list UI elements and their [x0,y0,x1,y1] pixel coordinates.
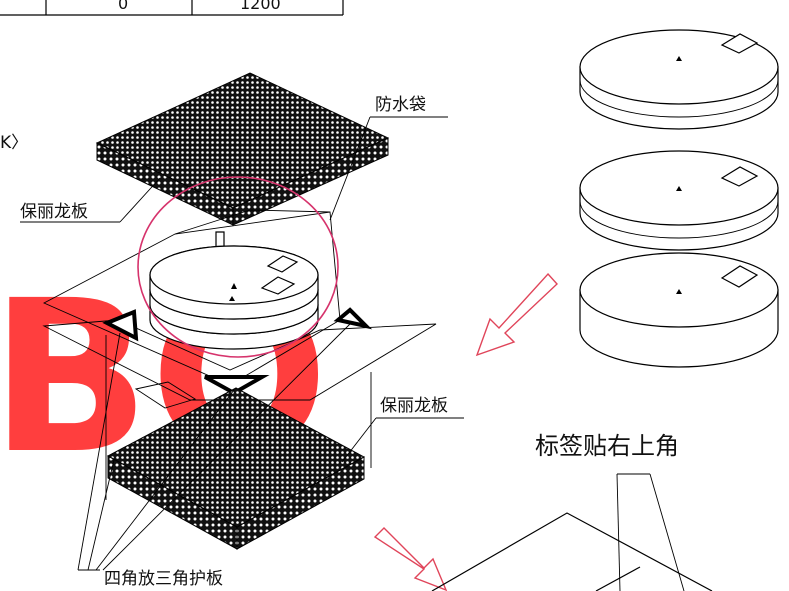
arrow-to-bottom-right-icon [373,527,448,591]
center-disk-stack [149,245,319,350]
edge-fragment-text: K〉 [0,133,28,153]
top-polypropylene-board [95,72,390,226]
table-cell-1: 1200 [240,0,281,13]
corner-protector-left [102,309,139,342]
polypropylene-board-top-label: 保丽龙板 [20,202,88,222]
corner-protector-center [204,375,270,396]
right-disk-bottom [579,252,779,368]
arrow-to-center-icon [475,272,558,357]
box-frame-lines [105,335,372,500]
bottom-polypropylene-board [106,387,366,550]
table-cell-0: 0 [118,0,128,13]
waterproof-bag-label: 防水袋 [375,95,426,115]
corner-protector-right [333,307,373,330]
label-position-text: 标签贴右上角 [535,432,679,460]
bottom-right-box-outline [431,512,713,591]
leader-lines-corner [77,323,351,571]
corner-protectors-label: 四角放三角护板 [104,569,223,589]
label-leader-lines [616,473,685,591]
right-disk-middle [579,150,779,251]
table-fragment: 0 1200 [0,0,344,16]
right-disk-top [579,29,779,130]
leader-lines-labels [20,116,464,463]
highlight-circle [137,176,339,358]
polypropylene-board-bottom-label: 保丽龙板 [380,396,448,416]
